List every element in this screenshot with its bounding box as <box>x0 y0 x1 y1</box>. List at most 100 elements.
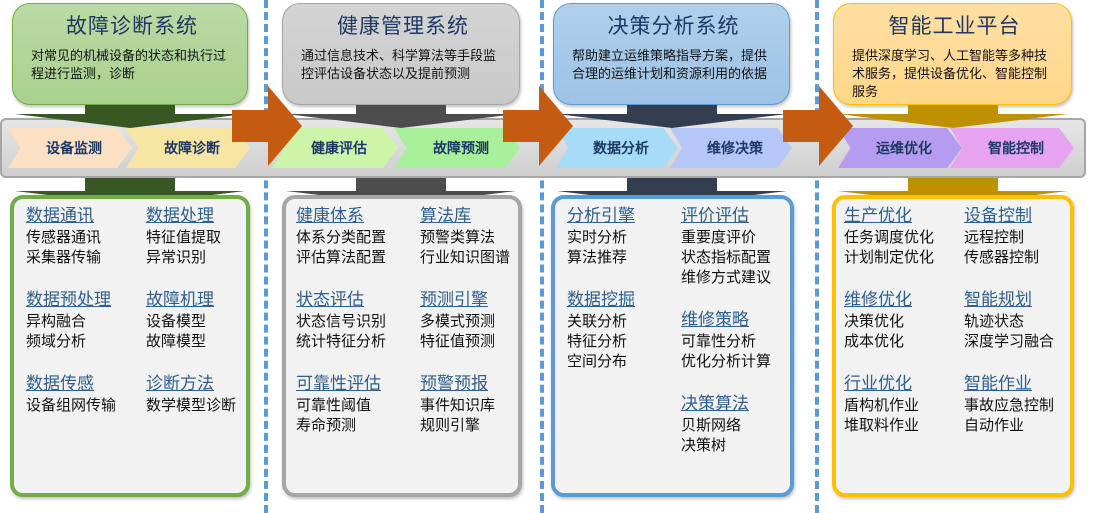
feature-item: 盾构机作业 <box>844 396 920 414</box>
feature-item: 预警类算法 <box>420 228 496 246</box>
stage-1[interactable]: 健康评估 <box>272 128 398 168</box>
feature-item: 设备模型 <box>146 312 207 330</box>
stage-2[interactable]: 故障预测 <box>394 128 520 168</box>
feature-item: 事件知识库 <box>420 396 496 414</box>
system-detail-panel-3: 分析引擎实时分析算法推荐数据挖掘关联分析特征分析空间分布评价评估重要度评价状态指… <box>551 195 794 497</box>
down-arrow-head <box>286 114 516 128</box>
feature-item: 可靠性分析 <box>681 332 757 350</box>
feature-item: 堆取料作业 <box>844 416 920 434</box>
feature-heading-link[interactable]: 设备控制 <box>964 206 1032 226</box>
stage-1[interactable]: 运维优化 <box>838 128 962 168</box>
feature-group: 维修优化决策优化成本优化 <box>844 289 934 351</box>
system-title: 智能工业平台 <box>888 14 1021 38</box>
panel-column-left: 生产优化任务调度优化计划制定优化维修优化决策优化成本优化行业优化盾构机作业堆取料… <box>844 205 934 435</box>
feature-heading-link[interactable]: 故障机理 <box>146 290 214 310</box>
stage-2[interactable]: 维修决策 <box>670 128 792 168</box>
feature-item: 状态指标配置 <box>681 248 772 266</box>
stage-2[interactable]: 智能控制 <box>950 128 1074 168</box>
feature-heading-link[interactable]: 行业优化 <box>844 374 912 394</box>
feature-heading-link[interactable]: 生产优化 <box>844 206 912 226</box>
system-header-3: 决策分析系统帮助建立运维策略指导方案，提供合理的运维计划和资源利用的依据 <box>553 3 790 105</box>
feature-group: 决策算法贝斯网络决策树 <box>681 393 771 455</box>
system-detail-panel-1: 数据通讯传感器通讯采集器传输数据预处理异构融合频域分析数据传感设备组网传输 数据处… <box>10 195 250 497</box>
feature-heading-link[interactable]: 维修策略 <box>681 310 749 330</box>
feature-heading-link[interactable]: 数据传感 <box>26 374 94 394</box>
feature-item: 决策优化 <box>844 312 905 330</box>
feature-item: 频域分析 <box>26 332 87 350</box>
feature-heading-link[interactable]: 智能作业 <box>964 374 1032 394</box>
feature-heading-link[interactable]: 诊断方法 <box>146 374 214 394</box>
system-description: 帮助建立运维策略指导方案，提供合理的运维计划和资源利用的依据 <box>572 49 768 82</box>
feature-item: 重要度评价 <box>681 228 757 246</box>
down-arrow-head <box>15 114 245 128</box>
down-arrow-stem <box>356 178 446 195</box>
feature-heading-link[interactable]: 数据处理 <box>146 206 214 226</box>
stage-2[interactable]: 故障诊断 <box>126 128 250 168</box>
feature-heading-link[interactable]: 状态评估 <box>296 290 364 310</box>
feature-group: 诊断方法数学模型诊断 <box>146 373 236 415</box>
feature-group: 数据预处理异构融合频域分析 <box>26 289 116 351</box>
panel-column-right: 算法库预警类算法行业知识图谱预测引擎多模式预测特征值预测预警预报事件知识库规则引… <box>420 205 510 435</box>
system-header-1: 故障诊断系统对常见的机械设备的状态和执行过程进行监测，诊断 <box>12 3 248 105</box>
column-separator <box>264 0 268 513</box>
feature-item: 任务调度优化 <box>844 228 935 246</box>
feature-item: 事故应急控制 <box>964 396 1055 414</box>
feature-heading-link[interactable]: 维修优化 <box>844 290 912 310</box>
feature-item: 深度学习融合 <box>964 332 1055 350</box>
feature-heading-link[interactable]: 预警预报 <box>420 374 488 394</box>
feature-group: 可靠性评估可靠性阈值寿命预测 <box>296 373 386 435</box>
feature-heading-link[interactable]: 数据挖掘 <box>567 290 635 310</box>
feature-group: 维修策略可靠性分析优化分析计算 <box>681 309 771 371</box>
down-arrow-stem <box>907 178 998 195</box>
feature-heading-link[interactable]: 数据通讯 <box>26 206 94 226</box>
feature-heading-link[interactable]: 评价评估 <box>681 206 749 226</box>
system-header-2: 健康管理系统通过信息技术、科学算法等手段监控评估设备状态以及提前预测 <box>282 3 520 105</box>
feature-group: 智能作业事故应急控制自动作业 <box>964 373 1054 435</box>
feature-heading-link[interactable]: 决策算法 <box>681 394 749 414</box>
panel-column-left: 分析引擎实时分析算法推荐数据挖掘关联分析特征分析空间分布 <box>567 205 635 371</box>
feature-group: 预警预报事件知识库规则引擎 <box>420 373 510 435</box>
feature-item: 关联分析 <box>567 312 628 330</box>
feature-item: 维修方式建议 <box>681 268 772 286</box>
system-description: 提供深度学习、人工智能等多种技术服务，提供设备优化、智能控制服务 <box>852 49 1048 100</box>
feature-group: 分析引擎实时分析算法推荐 <box>567 205 635 267</box>
system-title: 故障诊断系统 <box>66 14 198 38</box>
flow-arrow-icon <box>232 86 302 166</box>
feature-item: 成本优化 <box>844 332 905 350</box>
feature-item: 贝斯网络 <box>681 416 742 434</box>
feature-item: 规则引擎 <box>420 416 481 434</box>
system-description: 通过信息技术、科学算法等手段监控评估设备状态以及提前预测 <box>301 49 497 82</box>
feature-item: 优化分析计算 <box>681 352 772 370</box>
feature-item: 设备组网传输 <box>26 396 117 414</box>
system-header-4: 智能工业平台提供深度学习、人工智能等多种技术服务，提供设备优化、智能控制服务 <box>833 3 1072 105</box>
feature-item: 采集器传输 <box>26 248 102 266</box>
feature-heading-link[interactable]: 分析引擎 <box>567 206 635 226</box>
feature-heading-link[interactable]: 可靠性评估 <box>296 374 381 394</box>
feature-group: 数据通讯传感器通讯采集器传输 <box>26 205 116 267</box>
feature-heading-link[interactable]: 智能规划 <box>964 290 1032 310</box>
stage-1[interactable]: 设备监测 <box>8 128 132 168</box>
feature-item: 统计特征分析 <box>296 332 387 350</box>
panel-column-right: 设备控制远程控制传感器控制智能规划轨迹状态深度学习融合智能作业事故应急控制自动作… <box>964 205 1054 435</box>
feature-heading-link[interactable]: 数据预处理 <box>26 290 111 310</box>
feature-heading-link[interactable]: 健康体系 <box>296 206 364 226</box>
feature-group: 设备控制远程控制传感器控制 <box>964 205 1054 267</box>
feature-group: 行业优化盾构机作业堆取料作业 <box>844 373 934 435</box>
feature-item: 空间分布 <box>567 352 628 370</box>
feature-item: 异常识别 <box>146 248 207 266</box>
feature-group: 数据处理特征值提取异常识别 <box>146 205 236 267</box>
down-arrow-stem <box>626 178 717 195</box>
feature-item: 数学模型诊断 <box>146 396 237 414</box>
down-arrow-head <box>837 114 1068 128</box>
feature-item: 实时分析 <box>567 228 628 246</box>
column-separator <box>540 0 544 513</box>
stage-1[interactable]: 数据分析 <box>556 128 678 168</box>
feature-heading-link[interactable]: 算法库 <box>420 206 471 226</box>
feature-heading-link[interactable]: 预测引擎 <box>420 290 488 310</box>
feature-item: 行业知识图谱 <box>420 248 511 266</box>
feature-item: 轨迹状态 <box>964 312 1025 330</box>
feature-item: 特征值预测 <box>420 332 496 350</box>
feature-group: 智能规划轨迹状态深度学习融合 <box>964 289 1054 351</box>
feature-item: 自动作业 <box>964 416 1025 434</box>
feature-item: 故障模型 <box>146 332 207 350</box>
